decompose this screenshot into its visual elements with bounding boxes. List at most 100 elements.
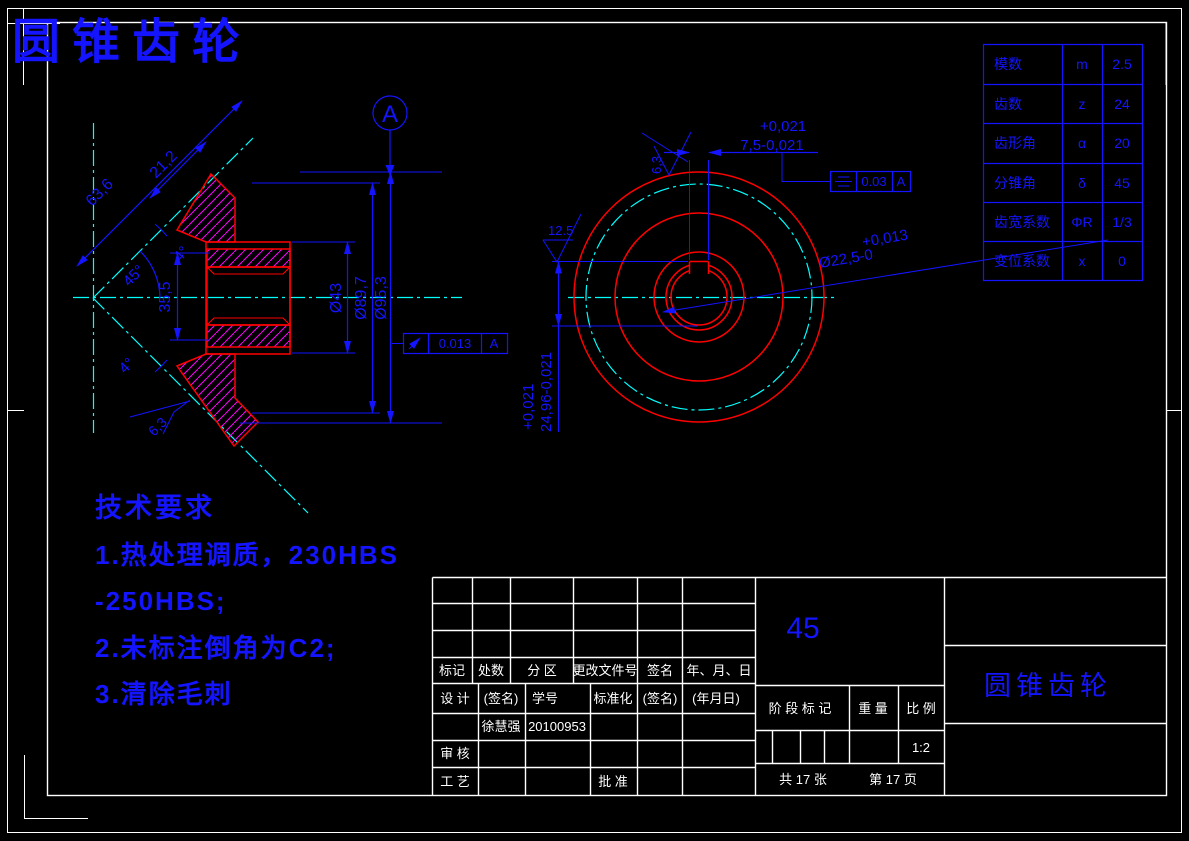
sheet-frame [7,8,1182,833]
param-label: 模数 [994,56,1022,72]
tb-part-name: 圆锥齿轮 [984,671,1112,701]
runout-tolerance-frame: 0.013 A [392,332,509,355]
symmetry-datum: A [897,174,906,189]
tb-process: 工 艺 [440,774,470,789]
tb-sign-hint2: (签名) [643,691,678,706]
tb-date-hint: (年月日) [692,691,740,706]
trim-mark-top-left [8,8,60,85]
view-a-label: A [382,101,398,128]
runout-symbol-icon [408,337,421,350]
tb-student-id: 20100953 [528,719,586,734]
lower-tooth-section [175,353,260,448]
angle-45: 45° [120,262,148,290]
hub-circle [653,251,745,343]
upper-tooth-section [175,172,236,243]
angle-4-bottom: 4° [116,355,138,377]
tb-review: 审 核 [440,746,470,761]
root-circle [614,212,784,382]
param-label: 齿形角 [994,135,1036,151]
tech-item: 3.清除毛刺 [95,679,233,709]
bore-dia: Ø22,5-0 [818,246,874,272]
keyway-width: 7,5-0,021 [740,137,803,154]
angle-45-arc [139,250,161,299]
tb-approve: 批 准 [598,774,628,789]
dim-dia95-3: Ø95,3 [373,276,390,320]
runout-datum: A [490,336,499,351]
tb-standardization: 标准化 [593,691,632,706]
tb-count: 处数 [478,663,504,678]
roughness-12-5: 12.5 [542,213,582,264]
dim-63-6: 63,6 [83,176,117,210]
param-symbol: m [1076,56,1088,72]
param-value: 0 [1118,253,1126,269]
angle-4-arcs [154,223,168,373]
tb-sign-hint: (签名) [484,691,519,706]
drawing-title-overlay: 圆锥齿轮 [12,16,252,69]
tech-heading: 技术要求 [95,493,215,523]
param-symbol: ΦR [1071,214,1092,230]
symmetry-value: 0.03 [861,174,886,189]
tech-item: -250HBS; [95,586,227,616]
hub-lower-section [206,324,291,348]
tb-sheet-page: 第 17 页 [869,772,917,787]
param-symbol: α [1078,135,1086,151]
hub-upper-section [206,248,291,268]
tb-stage-mark: 阶 段 标 记 [769,701,832,716]
hub-outline [205,241,291,355]
svg-text:12.5: 12.5 [548,223,573,238]
symmetry-symbol-icon [835,176,852,187]
tb-designer-name: 徐慧强 [481,719,520,734]
dim-dia43: Ø43 [328,283,345,313]
dim-dia89-7: Ø89,7 [353,276,370,320]
symmetry-tolerance-frame: 0.03 A [781,153,912,193]
leader-bore-dia [662,239,1109,314]
end-view: +0,021 7,5-0,021 6,3 12.5 +0,021 24,96-0… [520,118,1109,432]
tb-mark: 标记 [439,663,465,678]
tech-item: 1.热处理调质，230HBS [95,540,399,570]
angle-4-top: 4° [170,243,192,265]
param-label: 齿宽系数 [994,214,1050,230]
param-symbol: x [1079,253,1086,269]
view-a-arrow-icon [385,165,395,176]
param-value: 20 [1114,135,1130,151]
param-value: 24 [1114,96,1130,112]
param-symbol: δ [1078,175,1086,191]
tb-scale-value: 1:2 [912,740,930,755]
keyway-depth: 24,96-0,021 [538,352,555,432]
section-view: A 63,6 21,2 45° 4° 4° 35,5 Ø43 Ø89,7 Ø95… [73,95,509,514]
svg-text:6,3: 6,3 [145,414,170,439]
keyway-mask [690,262,708,275]
param-label: 分锥角 [994,175,1036,191]
param-value: 2.5 [1112,56,1132,72]
tb-design: 设 计 [440,691,470,706]
tb-sign: 签名 [647,663,673,678]
title-block: 标记 处数 分 区 更改文件号 签名 年、月、日 设 计 (签名) 学号 标准化… [431,576,1166,795]
bore-chamfers [206,266,291,326]
pitch-circle [585,183,813,411]
tb-zone: 分 区 [527,663,557,678]
tb-doc-no: 更改文件号 [572,663,637,678]
svg-text:6,3: 6,3 [649,156,664,174]
roughness-6-3-left: 6,3 [129,399,191,439]
roughness-6-3-keyway: 6,3 [641,131,692,177]
keyway-depth-tol: +0,021 [520,384,537,430]
trim-mark-top-right [1103,22,1167,85]
pitch-cone-line-lower [92,297,309,514]
tb-scale-label: 比 例 [906,701,936,716]
tb-id-label: 学号 [532,691,558,706]
dim-35-5: 35,5 [157,281,174,312]
param-value: 45 [1114,175,1130,191]
tb-sheet-total: 共 17 张 [779,772,827,787]
param-label: 齿数 [994,96,1022,112]
param-label: 变位系数 [994,253,1050,269]
param-value: 1/3 [1112,214,1132,230]
tb-weight: 重 量 [858,701,888,716]
runout-value: 0.013 [439,336,472,351]
dim-21-2: 21,2 [147,148,181,182]
param-symbol: z [1079,96,1086,112]
tech-item: 2.未标注倒角为C2; [95,633,337,663]
gear-parameter-table: 模数 m 2.5 齿数 z 24 齿形角 α 20 分锥角 δ 45 齿宽系数 … [982,43,1144,282]
technical-requirements: 技术要求 1.热处理调质，230HBS -250HBS; 2.未标注倒角为C2;… [95,493,399,709]
keyway-slot [688,260,710,274]
